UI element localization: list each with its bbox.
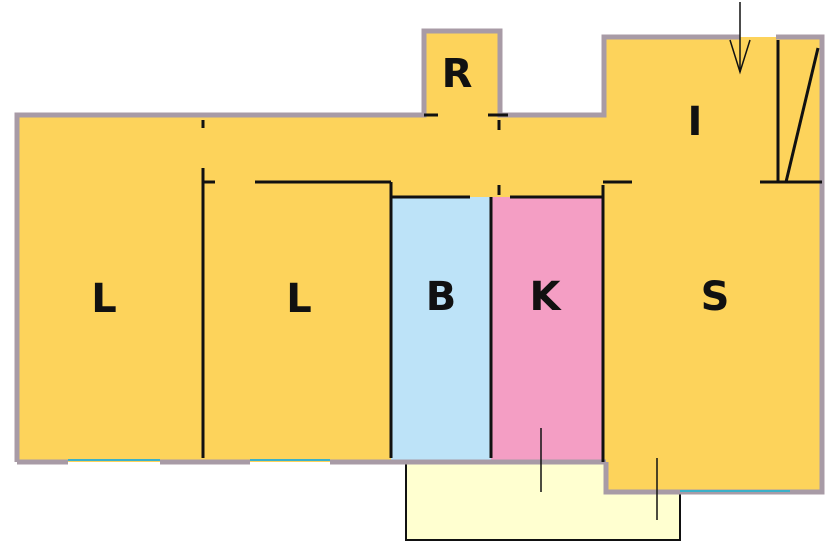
room-label-b: B (426, 274, 457, 320)
room-label-r: R (442, 51, 473, 97)
room-label-i: I (688, 99, 703, 145)
entrance-arrow-icon (729, 2, 751, 75)
room-label-l-left: L (91, 276, 117, 322)
windows (68, 459, 790, 492)
balcony-door-marks (540, 428, 658, 520)
room-label-k: K (530, 274, 563, 320)
room-label-l-middle: L (286, 276, 312, 322)
room-label-s: S (701, 274, 730, 320)
bath-area (391, 197, 491, 462)
interior-walls (201, 40, 822, 462)
kitchen-area (491, 197, 603, 462)
door-swing (784, 47, 820, 183)
